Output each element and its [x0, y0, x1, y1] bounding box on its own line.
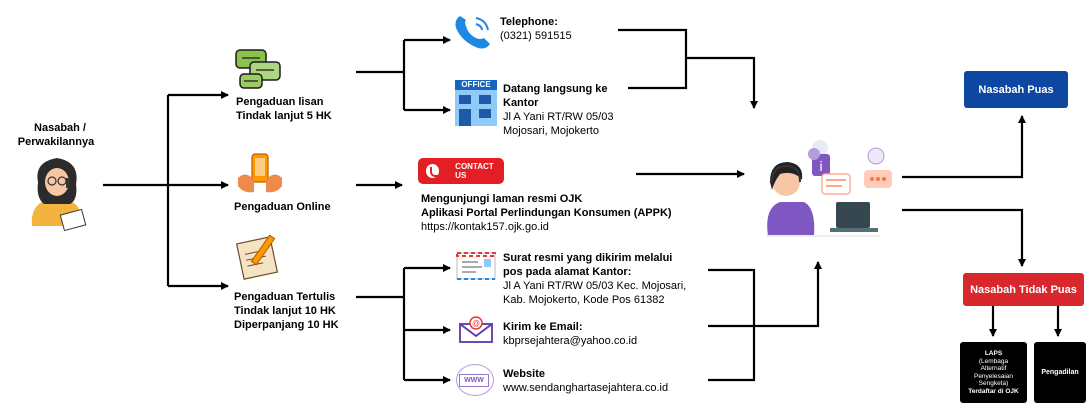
office-block: Datang langsung ke Kantor Jl A Yani RT/R…	[503, 82, 613, 138]
online-web-title-1: Mengunjungi laman resmi OJK	[421, 193, 583, 205]
source-label-line1: Nasabah /	[34, 122, 86, 134]
office-label-2: Kantor	[503, 97, 539, 109]
contact-us-button: CONTACT US	[418, 158, 504, 184]
channel-tertulis-line2: Tindak lanjut 10 HK	[234, 305, 336, 317]
writing-paper-icon	[236, 234, 279, 280]
letter-block: Surat resmi yang dikirim melalui pos pad…	[503, 251, 686, 307]
letter-address-1: Jl A Yani RT/RW 05/03 Kec. Mojosari,	[503, 280, 687, 292]
email-block: Kirim ke Email: kbprsejahtera@yahoo.co.i…	[503, 320, 637, 348]
laps-line-2: (Lembaga	[978, 357, 1009, 365]
telephone-number: (0321) 591515	[500, 30, 572, 42]
channel-online-title: Pengaduan Online	[234, 201, 331, 213]
channel-lisan-label: Pengaduan lisan Tindak lanjut 5 HK	[236, 95, 332, 123]
office-address-2: Mojosari, Mojokerto	[503, 125, 599, 137]
letter-title-2: pos pada alamat Kantor:	[503, 266, 632, 278]
email-icon: @	[459, 316, 493, 343]
contact-us-label: CONTACT US	[455, 162, 494, 180]
email-address: kbprsejahtera@yahoo.co.id	[503, 335, 638, 347]
office-building-icon: OFFICE	[455, 80, 497, 126]
envelope-letter-icon	[456, 252, 496, 280]
nasabah-puas-box: Nasabah Puas	[964, 71, 1068, 108]
woman-phone-icon	[31, 158, 87, 232]
online-web-block: Mengunjungi laman resmi OJK Aplikasi Por…	[421, 192, 672, 234]
source-label: Nasabah / Perwakilannya	[18, 121, 98, 149]
office-label-1: Datang langsung ke	[503, 83, 608, 95]
channel-tertulis-line3: Diperpanjang 10 HK	[234, 319, 339, 331]
laps-line-1: LAPS	[984, 350, 1003, 357]
laps-line-6: Terdaftar di OJK	[968, 387, 1019, 395]
www-badge: WWW	[459, 374, 489, 387]
website-url: www.sendanghartasejahtera.co.id	[503, 382, 669, 394]
laps-line-5: Sengketa)	[978, 380, 1009, 387]
website-block: Website www.sendanghartasejahtera.co.id	[503, 367, 668, 395]
office-sign: OFFICE	[455, 80, 497, 90]
letter-address-2: Kab. Mojokerto, Kode Pos 61382	[503, 294, 665, 306]
office-address-1: Jl A Yani RT/RW 05/03	[503, 111, 614, 123]
telephone-block: Telephone: (0321) 591515	[500, 15, 572, 43]
online-web-url: https://kontak157.ojk.go.id	[421, 221, 549, 233]
phone-circle-icon	[426, 164, 440, 178]
channel-lisan-subtitle: Tindak lanjut 5 HK	[236, 110, 332, 122]
svg-text:@: @	[472, 319, 480, 328]
telephone-label: Telephone:	[500, 16, 558, 28]
nasabah-tidak-puas-box: Nasabah Tidak Puas	[963, 273, 1084, 306]
website-label: Website	[503, 368, 545, 380]
globe-www-icon: WWW	[456, 364, 494, 396]
channel-lisan-title: Pengaduan lisan	[236, 96, 324, 108]
letter-title-1: Surat resmi yang dikirim melalui	[503, 252, 673, 264]
email-label: Kirim ke Email:	[503, 321, 583, 333]
customer-service-agent-icon: i	[766, 140, 892, 237]
online-web-title-2: Aplikasi Portal Perlindungan Konsumen (A…	[421, 207, 672, 219]
telephone-icon	[455, 16, 490, 49]
pengadilan-box: Pengadilan	[1034, 342, 1086, 403]
channel-tertulis-label: Pengaduan Tertulis Tindak lanjut 10 HK D…	[234, 290, 339, 332]
laps-line-4: Penyelesaian	[973, 372, 1014, 380]
chat-bubbles-icon	[235, 49, 281, 89]
laps-line-3: Alternatif	[980, 365, 1007, 372]
laps-box: LAPS (Lembaga Alternatif Penyelesaian Se…	[960, 342, 1027, 403]
source-label-line2: Perwakilannya	[17, 136, 95, 148]
phone-hands-icon	[238, 153, 282, 193]
channel-tertulis-title: Pengaduan Tertulis	[234, 291, 336, 303]
svg-text:i: i	[819, 158, 822, 174]
